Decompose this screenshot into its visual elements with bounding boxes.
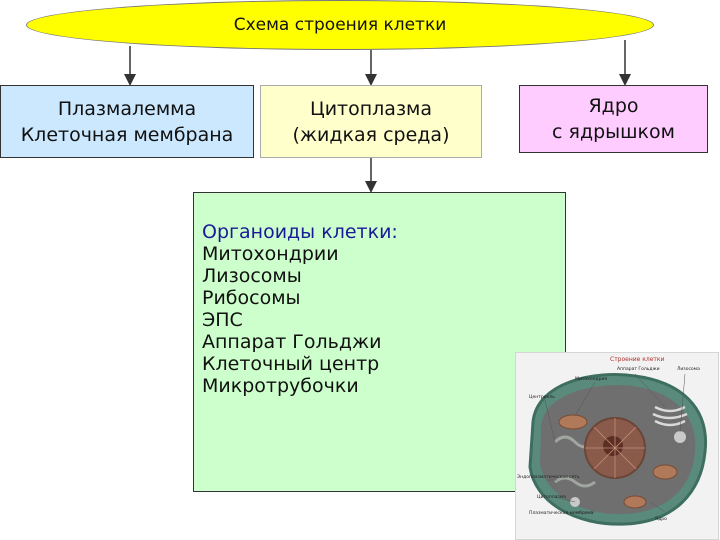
cell-illustration: Строение клетки Аппарат Гольджи Лизосома… bbox=[515, 352, 719, 540]
label-cytoplasm: Цитоплазма bbox=[537, 494, 566, 500]
label-centriole: Центриоль bbox=[529, 394, 555, 400]
cytoplasm-line1: Цитоплазма bbox=[309, 97, 433, 120]
organelle-item: Микротрубочки bbox=[202, 375, 359, 397]
label-membrane: Плазматическая мембрана bbox=[529, 510, 594, 516]
label-golgi: Аппарат Гольджи bbox=[617, 366, 660, 372]
cytoplasm-line2: (жидкая среда) bbox=[292, 123, 450, 146]
figure-caption: Строение клетки bbox=[610, 356, 665, 363]
label-nucleus: Ядро bbox=[655, 516, 667, 522]
organelles-box: Органоиды клетки: Митохондрии Лизосомы Р… bbox=[193, 192, 566, 492]
label-er: Эндоплазматическая сеть bbox=[517, 474, 580, 480]
diagram-title: Схема строения клетки bbox=[233, 15, 447, 35]
label-mitochondria: Митохондрия bbox=[575, 376, 607, 382]
nucleus-box: Ядро с ядрышком bbox=[519, 85, 708, 153]
organelle-item: Лизосомы bbox=[202, 265, 302, 287]
organelle-item: ЭПС bbox=[202, 309, 243, 331]
plasmalemma-box: Плазмалемма Клеточная мембрана bbox=[0, 85, 254, 158]
organelles-heading: Органоиды клетки: bbox=[202, 221, 398, 243]
plasmalemma-line2: Клеточная мембрана bbox=[20, 123, 234, 146]
nucleus-line2: с ядрышком bbox=[552, 121, 675, 143]
organelle-item: Аппарат Гольджи bbox=[202, 331, 382, 353]
nucleus-line1: Ядро bbox=[588, 95, 639, 117]
label-lysosome: Лизосома bbox=[677, 366, 700, 372]
title-ellipse: Схема строения клетки bbox=[26, 0, 654, 50]
organelle-item: Клеточный центр bbox=[202, 353, 380, 375]
cytoplasm-box: Цитоплазма (жидкая среда) bbox=[260, 85, 482, 158]
plasmalemma-line1: Плазмалемма bbox=[57, 97, 197, 120]
organelle-item: Митохондрии bbox=[202, 243, 339, 265]
organelle-item: Рибосомы bbox=[202, 287, 301, 309]
